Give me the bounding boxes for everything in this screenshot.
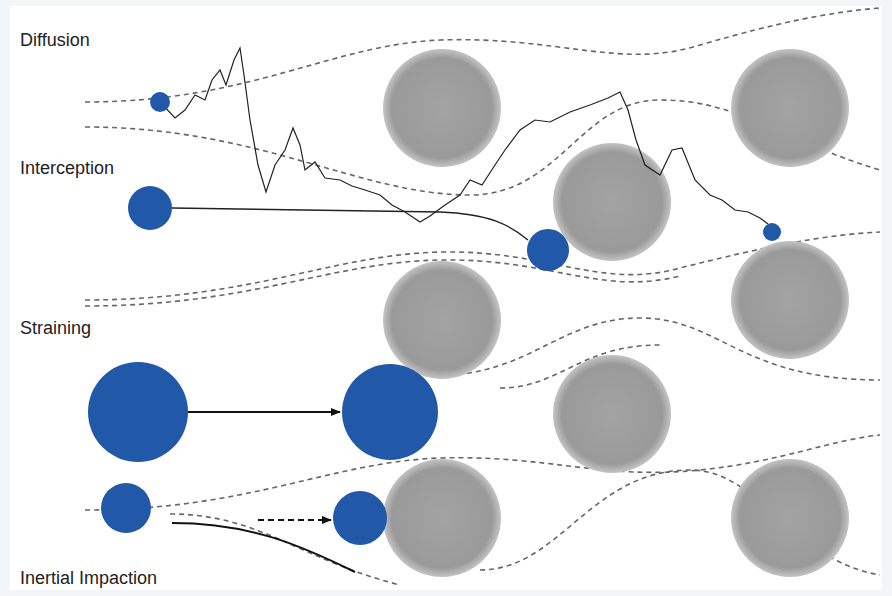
brownian-path (160, 48, 768, 224)
mechanism-label: Straining (20, 318, 91, 340)
collector-grains (383, 49, 849, 577)
mechanism-label: Inertial Impaction (20, 568, 157, 590)
impaction-streamline (172, 523, 355, 572)
impaction-arrow (258, 519, 331, 521)
straining-arrow (188, 411, 340, 413)
streamlines (85, 8, 880, 585)
interception-path (172, 208, 528, 240)
particles (88, 92, 781, 545)
panel (10, 6, 882, 590)
mechanism-label: Diffusion (20, 30, 90, 52)
mechanism-label: Interception (20, 158, 114, 180)
